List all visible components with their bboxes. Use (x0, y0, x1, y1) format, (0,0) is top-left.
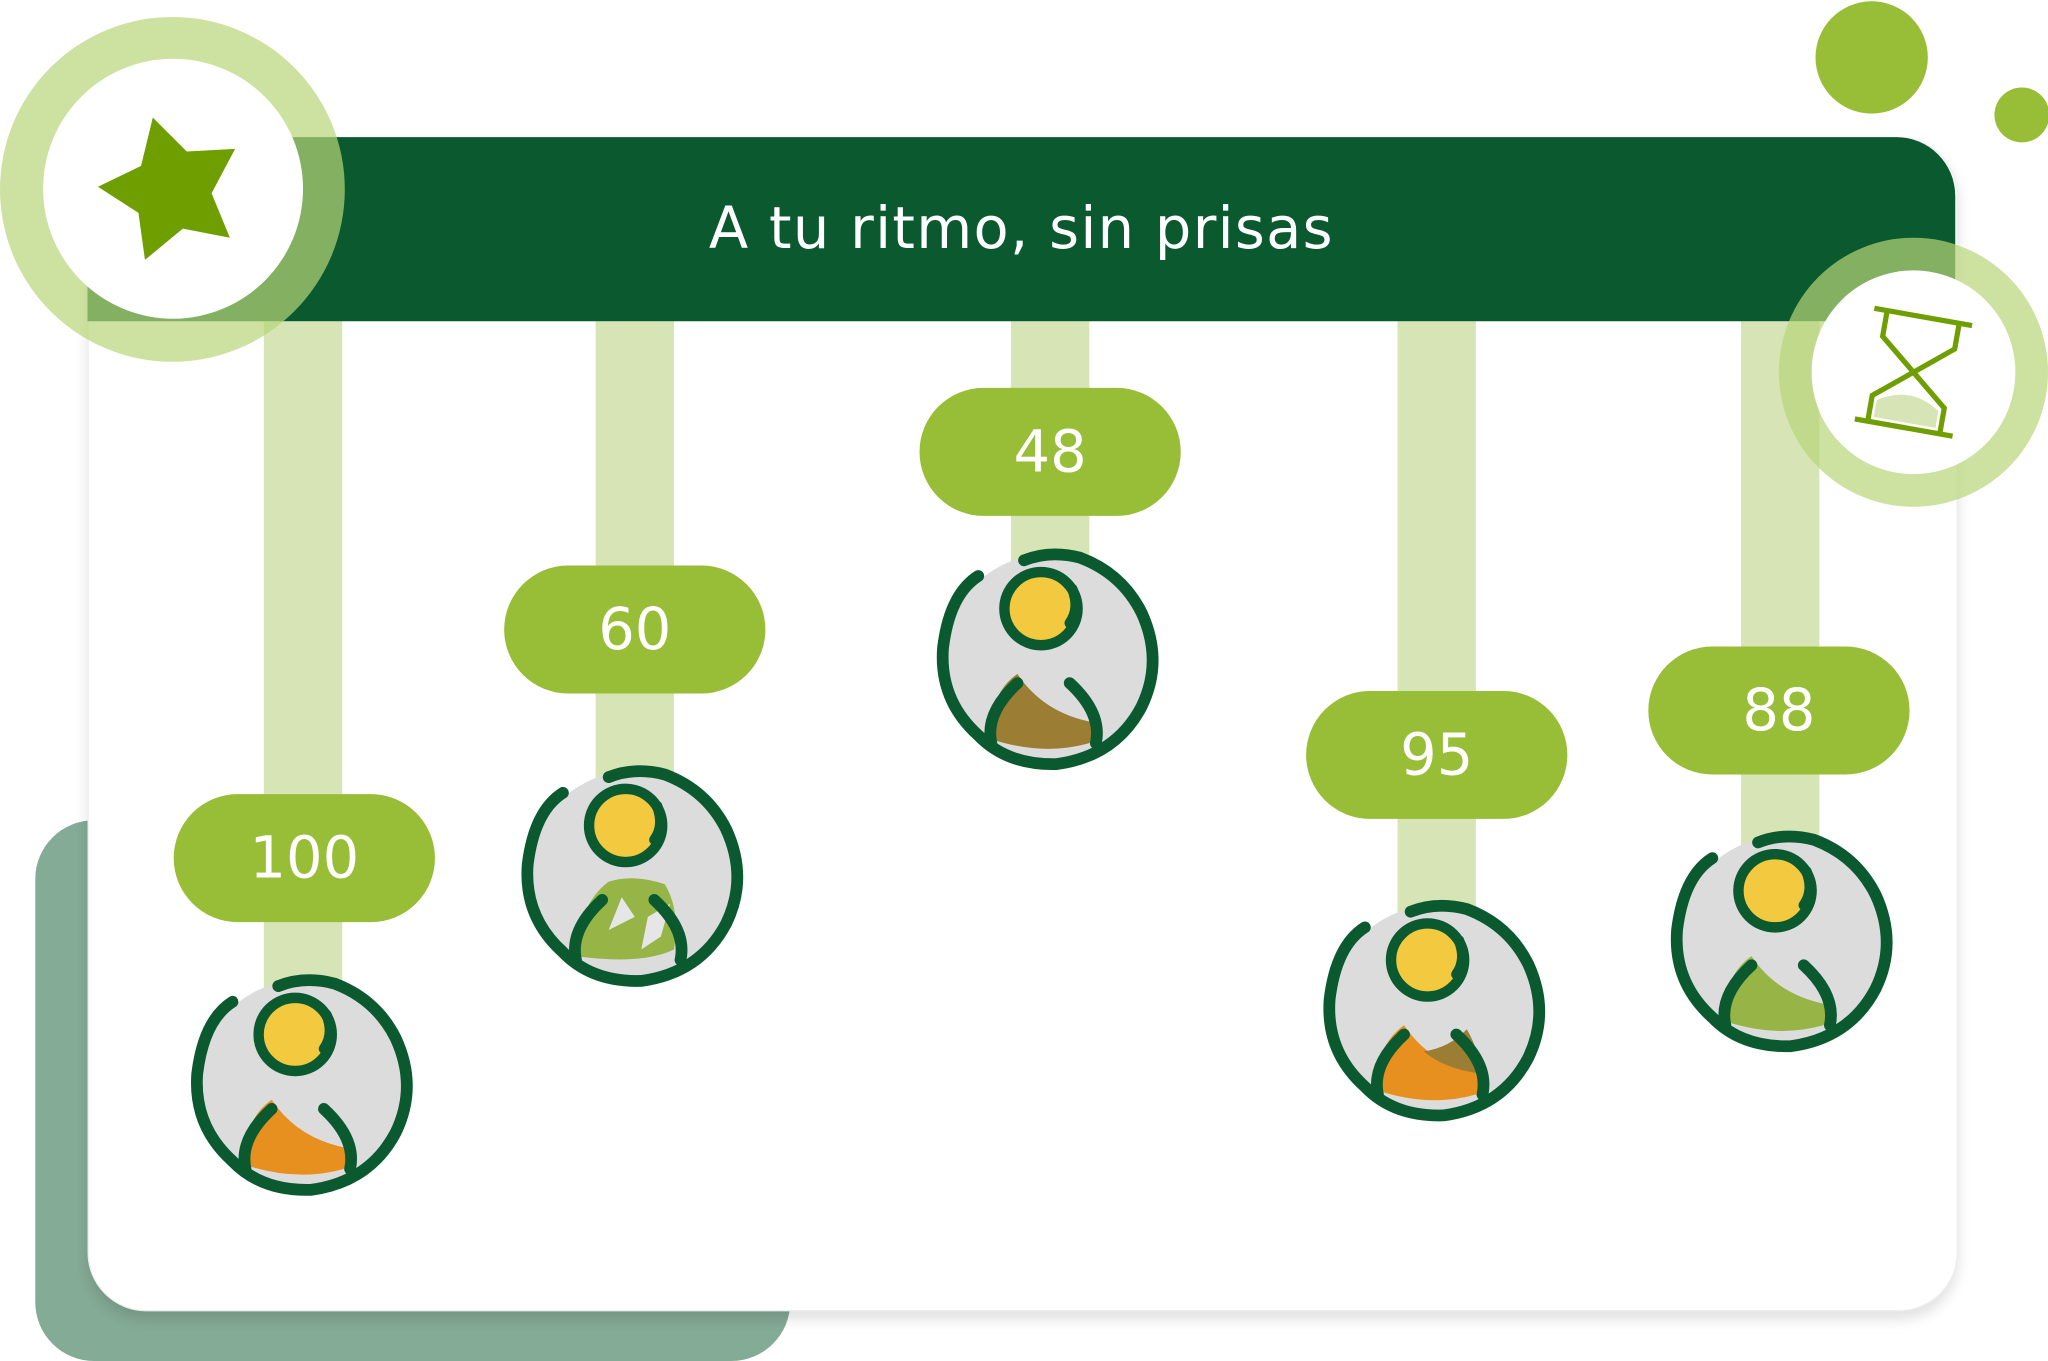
page-title: A tu ritmo, sin prisas (708, 195, 1334, 263)
header-bar (87, 137, 1956, 322)
hourglass-icon (1854, 305, 1973, 439)
person-icon (926, 537, 1174, 790)
person-icon (1313, 888, 1561, 1141)
value-pill-2: 60 (504, 565, 766, 694)
star-badge (43, 58, 304, 319)
hourglass-badge (1811, 270, 2016, 475)
star-icon (97, 117, 236, 260)
column-2 (595, 321, 674, 792)
value-pill-4: 95 (1306, 690, 1568, 819)
value-pill-3: 48 (919, 387, 1181, 516)
decor-dot-large (1815, 1, 1928, 114)
value-pill-5: 88 (1648, 646, 1910, 775)
column-4 (1397, 321, 1476, 923)
value-pill-1: 100 (173, 794, 435, 923)
decor-dot-small (1994, 87, 2048, 143)
person-icon (511, 754, 759, 1007)
person-icon (1660, 819, 1908, 1072)
person-icon (180, 963, 428, 1216)
